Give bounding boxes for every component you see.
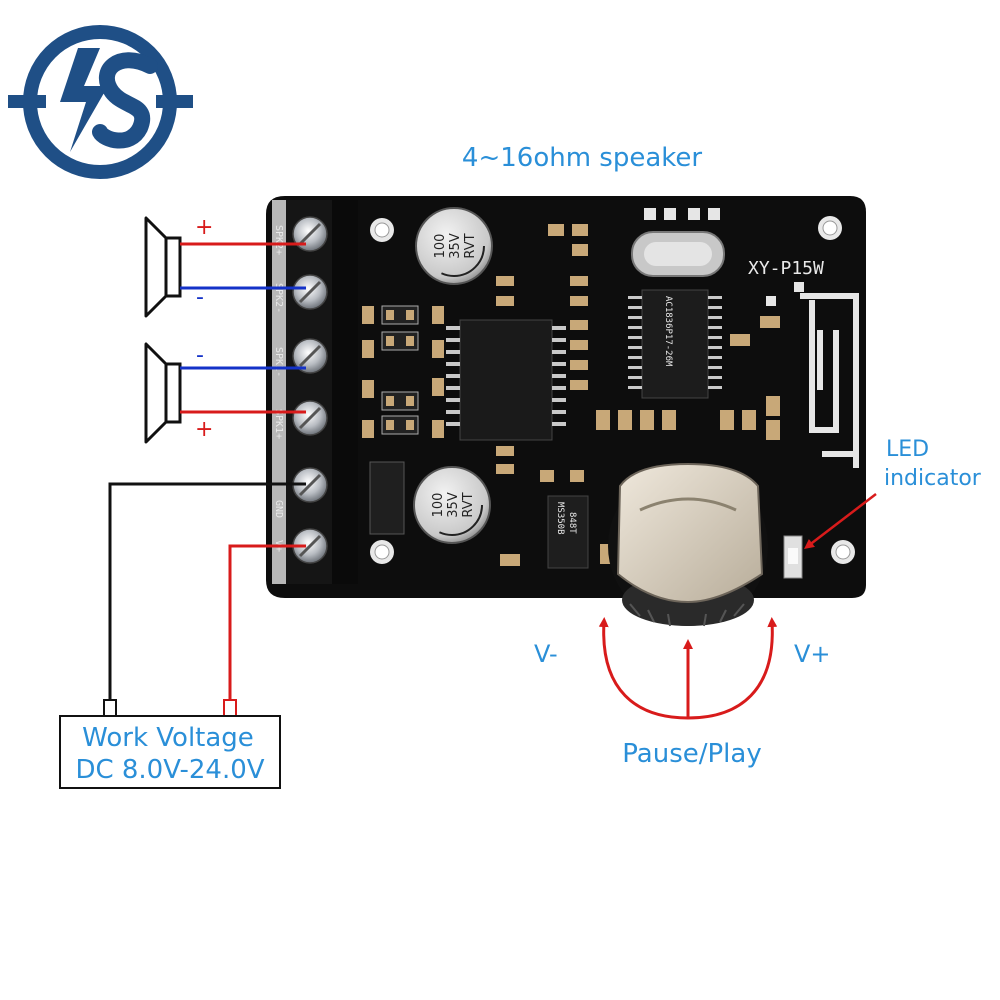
status-led	[783, 535, 803, 579]
silk-gnd: GND	[273, 500, 284, 518]
silk-spk2-minus: SPK2-	[273, 283, 284, 313]
wires	[108, 242, 306, 704]
speaker-top-icon	[144, 216, 182, 318]
polarity-bottom-minus: -	[196, 343, 204, 368]
driver-chip: MS350B 848T	[547, 495, 589, 569]
cap-bottom-value: 100	[431, 493, 446, 518]
power-supply-box: Work Voltage DC 8.0V-24.0V	[59, 699, 281, 789]
diode-package	[369, 461, 405, 535]
pcb-antenna	[800, 293, 859, 468]
silk-spk1-plus: SPK1+	[273, 409, 284, 439]
knob-control-arrows	[598, 617, 778, 720]
cap-top-value: 100	[433, 234, 448, 259]
silk-spk1-minus: SPK1-	[273, 347, 284, 377]
cap-top-brand: RVT	[463, 233, 478, 258]
polarity-top-minus: -	[196, 285, 204, 310]
wire-vplus	[228, 544, 306, 704]
volume-down-label: V-	[534, 640, 558, 668]
pause-play-label: Pause/Play	[622, 739, 761, 769]
brand-logo	[8, 25, 193, 179]
driver-chip-code: 848T	[567, 512, 577, 534]
wire-gnd	[108, 482, 306, 704]
cap-bottom-brand: RVT	[461, 492, 476, 517]
speaker-spec-title: 4~16ohm speaker	[462, 143, 702, 173]
cap-bottom-voltage: 35V	[446, 492, 461, 518]
pcb-board: SPK2+ SPK2- SPK1- SPK1+ GND V+ 100 35V R…	[266, 196, 866, 627]
bt-chip-marking: AC1836P17-26M	[663, 296, 673, 367]
smd-components	[362, 224, 780, 566]
bluetooth-chip: AC1836P17-26M	[628, 289, 722, 399]
driver-chip-marking: MS350B	[555, 502, 565, 535]
volume-knob	[608, 462, 768, 627]
led-label-line1: LED	[886, 437, 929, 462]
polarity-top-plus: +	[195, 215, 213, 240]
board-model-label: XY-P15W	[748, 258, 824, 279]
capacitor-bottom: 100 35V RVT	[413, 466, 491, 544]
led-pointer-arrow	[804, 493, 877, 550]
polarity-bottom-plus: +	[195, 417, 213, 442]
power-label-line2: DC 8.0V-24.0V	[75, 755, 264, 785]
silk-spk2-plus: SPK2+	[273, 225, 284, 255]
volume-up-label: V+	[794, 640, 831, 668]
cap-top-voltage: 35V	[448, 233, 463, 259]
power-label-line1: Work Voltage	[82, 723, 254, 753]
crystal-oscillator	[631, 231, 725, 277]
amplifier-ic	[446, 319, 566, 441]
terminal-block: SPK2+ SPK2- SPK1- SPK1+ GND V+	[272, 200, 358, 584]
mounting-holes	[370, 216, 855, 564]
top-pads	[644, 208, 804, 306]
led-label-line2: indicator	[884, 466, 982, 491]
capacitor-top: 100 35V RVT	[415, 207, 493, 285]
speaker-bottom-icon	[144, 342, 182, 444]
